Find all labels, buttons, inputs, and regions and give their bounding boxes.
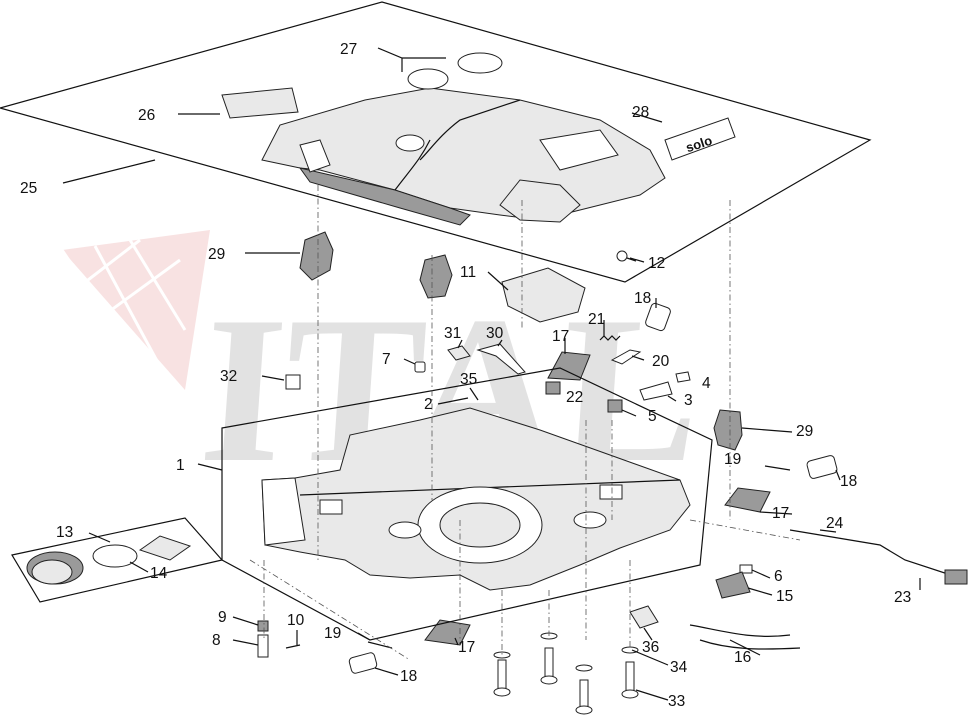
nut-part (447, 345, 471, 361)
callout-30: 30 (486, 325, 504, 342)
callout-3: 3 (684, 392, 693, 409)
plug-part (257, 620, 269, 632)
crankcase-part (261, 407, 691, 591)
bracket-part (610, 349, 642, 365)
seal-ring-part (92, 544, 138, 568)
bracket-part (639, 381, 673, 401)
spring-small-part (599, 335, 621, 341)
cable-part (699, 639, 801, 650)
callout-9: 9 (218, 609, 227, 626)
callout-32: 32 (220, 368, 237, 385)
strainer-part (138, 535, 192, 561)
screw-part (764, 465, 791, 471)
callout-18a: 18 (634, 290, 651, 307)
callout-34: 34 (670, 659, 688, 676)
callout-7: 7 (382, 351, 391, 368)
callout-16: 16 (734, 649, 751, 666)
callout-19b: 19 (324, 625, 341, 642)
bolt-part (575, 679, 593, 715)
sleeve-part (348, 652, 378, 674)
callout-1: 1 (176, 457, 185, 474)
callout-22: 22 (566, 389, 583, 406)
callout-18b: 18 (840, 473, 857, 490)
assembly-lines (249, 185, 801, 661)
callout-18c: 18 (400, 668, 417, 685)
bumper-part (629, 605, 659, 629)
callout-10: 10 (287, 612, 305, 629)
leader-lines (62, 47, 921, 701)
callout-24: 24 (826, 515, 844, 532)
sleeve-part (645, 302, 671, 332)
bolt-part (493, 659, 511, 697)
callout-36: 36 (642, 639, 659, 656)
callout-29a: 29 (208, 246, 225, 263)
top-cover-part (261, 87, 666, 226)
callout-29b: 29 (796, 423, 813, 440)
callout-4: 4 (702, 375, 711, 392)
oval-pad-part (457, 52, 503, 74)
callout-17a: 17 (552, 328, 569, 345)
callout-6: 6 (774, 568, 783, 585)
anti-vibration-spring-part (424, 619, 471, 646)
callout-28: 28 (632, 104, 649, 121)
screw-part (285, 644, 301, 649)
sleeve-part (806, 455, 838, 479)
callout-25: 25 (20, 180, 37, 197)
bolt-part (621, 661, 639, 699)
callout-13: 13 (56, 524, 73, 541)
sticker-part (221, 87, 299, 119)
callout-31: 31 (444, 325, 461, 342)
washer-part (493, 651, 511, 659)
clip-part (285, 374, 301, 390)
nozzle-part (257, 634, 269, 658)
anti-vibration-spring-part (724, 487, 771, 513)
callout-27: 27 (340, 41, 357, 58)
throttle-rod-end (944, 569, 968, 585)
throttle-rod-part (789, 529, 961, 579)
clamp-part (299, 231, 334, 281)
callout-2: 2 (424, 396, 433, 413)
switch-clip-part (739, 564, 753, 574)
callout-5: 5 (648, 408, 657, 425)
callout-labels: 1 2 3 4 5 6 7 8 9 10 11 12 13 14 15 16 1… (20, 41, 911, 710)
bolt-part (540, 647, 558, 685)
brand-decal-part: solo (664, 117, 736, 161)
anti-vibration-spring-part (547, 351, 591, 381)
cap-part (414, 361, 426, 373)
callout-14: 14 (150, 565, 168, 582)
pin-part (469, 387, 479, 401)
heat-shield-plate (501, 267, 586, 323)
screw-part (616, 250, 637, 262)
top-cover-frame (0, 1, 872, 283)
callout-35: 35 (460, 371, 477, 388)
callout-26: 26 (138, 107, 155, 124)
callout-19a: 19 (724, 451, 741, 468)
callout-21: 21 (588, 311, 605, 328)
callout-33: 33 (668, 693, 685, 710)
fuel-cap-part (26, 551, 84, 585)
washer-part (675, 371, 691, 383)
callout-20: 20 (652, 353, 670, 370)
clamp-part (713, 409, 743, 451)
callout-12: 12 (648, 255, 665, 272)
callout-17b: 17 (772, 505, 789, 522)
clamp-part (419, 254, 453, 299)
fuel-cap-frame (11, 517, 224, 603)
switch-part (715, 571, 751, 599)
washer-part (575, 664, 593, 672)
lever-part (476, 343, 526, 375)
callout-15: 15 (776, 588, 793, 605)
cable-part (689, 624, 791, 637)
callout-8: 8 (212, 632, 221, 649)
callout-17c: 17 (458, 639, 475, 656)
nut-part (545, 381, 561, 395)
oval-pad-part (407, 68, 449, 90)
screw-part (367, 641, 393, 649)
nut-part (607, 399, 623, 413)
callout-23: 23 (894, 589, 911, 606)
callout-11: 11 (460, 264, 476, 281)
